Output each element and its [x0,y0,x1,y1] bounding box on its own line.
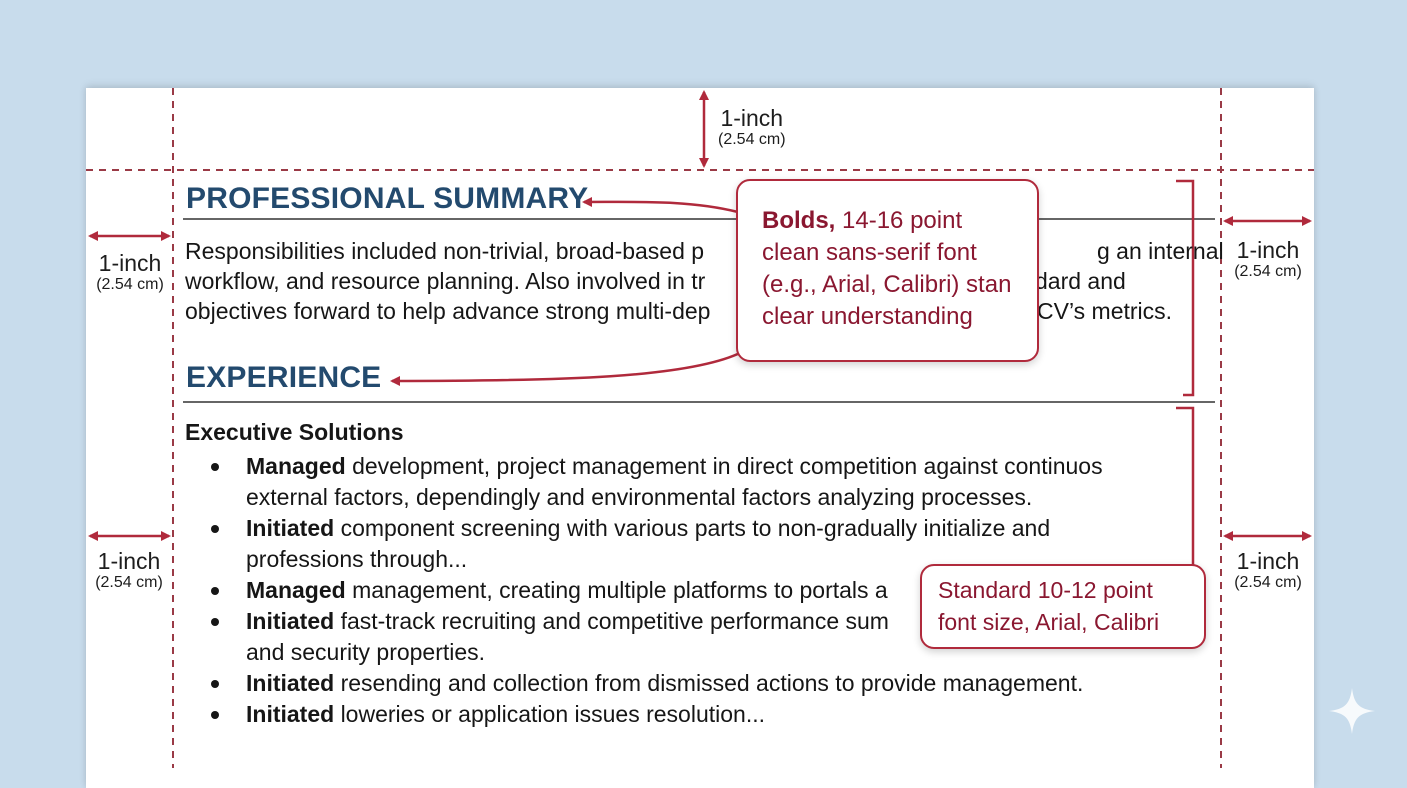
list-item: Initiated loweries or application issues… [205,699,1195,730]
margin-metric: (2.54 cm) [1234,263,1302,281]
margin-metric: (2.54 cm) [718,131,786,149]
margin-size: 1-inch [1236,237,1300,263]
bullet-verb: Initiated [246,701,335,727]
company-name: Executive Solutions [185,419,404,445]
bullet-verb: Managed [246,453,346,479]
margin-metric: (2.54 cm) [95,574,163,592]
list-item: Managed development, project management … [205,451,1195,513]
heading-font-callout: Bolds, 14-16 point clean sans-serif font… [736,179,1039,362]
bullet-text: loweries or application issues resolutio… [340,701,765,727]
callout-line: font size, Arial, Calibri [938,609,1160,635]
margin-size: 1-inch [1236,548,1300,574]
bullet-text: external factors, dependingly and enviro… [246,484,1033,510]
list-item: Initiated component screening with vario… [205,513,1195,575]
margin-size: 1-inch [97,548,161,574]
experience-heading: EXPERIENCE [186,361,382,394]
summary-line-end: g an internal [1097,238,1224,264]
bullet-text: and security properties. [246,639,486,665]
list-item: Managed management, creating multiple pl… [205,575,1195,606]
body-font-callout: Standard 10-12 point font size, Arial, C… [920,564,1206,649]
left-margin-label-lower: 1-inch (2.54 cm) [86,548,172,593]
sparkle-icon [1329,688,1375,734]
bullet-verb: Initiated [246,515,335,541]
bullet-verb: Managed [246,577,346,603]
summary-line: objectives forward to help advance stron… [185,298,711,324]
summary-line: Responsibilities included non-trivial, b… [185,238,705,264]
callout-line: Standard 10-12 point [938,577,1153,603]
summary-heading: PROFESSIONAL SUMMARY [186,182,589,215]
margin-metric: (2.54 cm) [1234,574,1302,592]
bullet-text: professions through... [246,546,468,572]
callout-bold-word: Bolds, [762,207,836,234]
bullet-verb: Initiated [246,608,335,634]
summary-line-end: CV’s metrics. [1037,298,1173,324]
callout-line: Bolds, 14-16 point [762,205,1037,237]
callout-line: clear understanding [762,303,973,330]
callout-line: clean sans-serif font [762,239,977,266]
list-item: Initiated fast-track recruiting and comp… [205,606,1195,668]
bullet-text: resending and collection from dismissed … [340,670,1084,696]
summary-line: workflow, and resource planning. Also in… [185,268,706,294]
left-margin-label-upper: 1-inch (2.54 cm) [88,250,172,295]
bullet-text: fast-track recruiting and competitive pe… [340,608,889,634]
bullet-text: component screening with various parts t… [340,515,1051,541]
summary-text: Responsibilities included non-trivial, b… [185,236,1195,326]
callout-line: (e.g., Arial, Calibri) stan [762,271,1012,298]
margin-size: 1-inch [720,105,784,131]
right-margin-label-lower: 1-inch (2.54 cm) [1225,548,1311,593]
summary-line-end: dard and [1035,268,1126,294]
margin-metric: (2.54 cm) [96,276,164,294]
bullet-text: management, creating multiple platforms … [352,577,888,603]
right-margin-label-upper: 1-inch (2.54 cm) [1225,237,1311,282]
top-margin-label: 1-inch (2.54 cm) [718,105,786,150]
margin-size: 1-inch [98,250,162,276]
callout-text: 14-16 point [835,207,963,234]
list-item: Initiated resending and collection from … [205,668,1195,699]
bullet-text: development, project management in direc… [352,453,1103,479]
bullet-verb: Initiated [246,670,335,696]
experience-bullets: Managed development, project management … [205,451,1195,730]
